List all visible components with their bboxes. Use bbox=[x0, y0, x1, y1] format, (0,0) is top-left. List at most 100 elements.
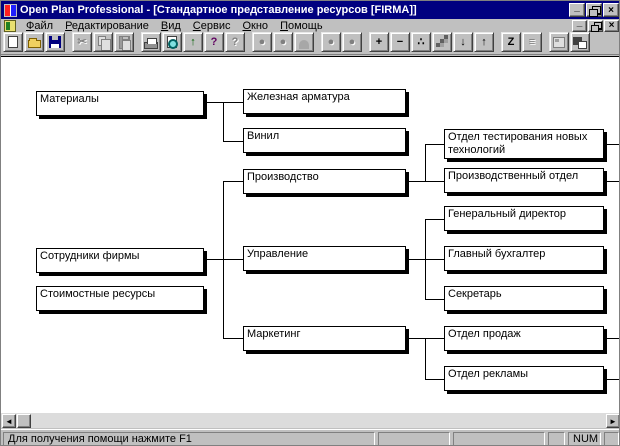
resource-node-marketing[interactable]: Маркетинг bbox=[243, 326, 406, 351]
resource-node-label: Сотрудники фирмы bbox=[40, 250, 140, 262]
status-num-lock-indicator: NUM bbox=[568, 432, 601, 445]
right-arrow-icon: ► bbox=[609, 416, 617, 426]
window-tile-button[interactable] bbox=[549, 32, 569, 52]
link-nodes-button[interactable]: ∴ bbox=[411, 32, 431, 52]
scroll-left-button[interactable]: ◄ bbox=[2, 414, 16, 428]
activity-dome-button[interactable] bbox=[294, 32, 314, 52]
mdi-restore-button[interactable] bbox=[588, 19, 603, 32]
left-arrow-icon: ◄ bbox=[5, 416, 13, 426]
dome-icon bbox=[299, 39, 309, 49]
help-button[interactable]: ? bbox=[204, 32, 224, 52]
new-document-button[interactable] bbox=[3, 32, 23, 52]
context-help-button[interactable]: ? bbox=[225, 32, 245, 52]
paste-clipboard-icon bbox=[118, 35, 131, 51]
print-button[interactable] bbox=[141, 32, 161, 52]
resource-node-accountant[interactable]: Главный бухгалтер bbox=[444, 246, 604, 271]
connector-line bbox=[223, 181, 224, 339]
resource-node-label: Материалы bbox=[40, 93, 99, 105]
connector-line bbox=[426, 299, 444, 300]
status-message: Для получения помощи нажмите F1 bbox=[3, 432, 375, 445]
document-system-menu-icon[interactable] bbox=[4, 19, 16, 32]
import-data-button[interactable]: ↑ bbox=[183, 32, 203, 52]
help-question-icon: ? bbox=[210, 35, 218, 48]
connector-line bbox=[425, 338, 426, 380]
connector-line bbox=[607, 338, 619, 339]
save-file-button[interactable] bbox=[45, 32, 65, 52]
resource-node-director[interactable]: Генеральный директор bbox=[444, 206, 604, 231]
move-up-button[interactable]: ↑ bbox=[474, 32, 494, 52]
connector-line bbox=[223, 102, 224, 142]
resource-node-label: Отдел тестирования новых технологий bbox=[448, 131, 588, 156]
window-tile-icon bbox=[553, 36, 565, 48]
status-panel-empty-3 bbox=[548, 432, 565, 445]
open-file-button[interactable] bbox=[24, 32, 44, 52]
resource-node-label: Управление bbox=[247, 248, 309, 260]
resource-tree-canvas: Материалы Сотрудники фирмы Стоимостные р… bbox=[1, 56, 619, 412]
menu-tools[interactable]: Сервис bbox=[192, 19, 231, 32]
resource-node-label: Главный бухгалтер bbox=[448, 248, 546, 260]
resource-node-test-dept[interactable]: Отдел тестирования новых технологий bbox=[444, 129, 604, 159]
connector-line bbox=[205, 259, 243, 260]
circle-icon: ● bbox=[348, 35, 356, 48]
mdi-close-button[interactable]: × bbox=[604, 19, 619, 32]
resource-node-secretary[interactable]: Секретарь bbox=[444, 286, 604, 311]
restore-button[interactable] bbox=[586, 3, 602, 17]
notes-view-button[interactable]: ≡ bbox=[522, 32, 542, 52]
down-arrow-icon: ↓ bbox=[460, 35, 466, 48]
close-button[interactable]: × bbox=[603, 3, 619, 17]
menu-file[interactable]: Файл bbox=[26, 19, 54, 32]
horizontal-scrollbar[interactable]: ◄ ► bbox=[1, 412, 619, 428]
resource-node-prod-dept[interactable]: Производственный отдел bbox=[444, 168, 604, 193]
minus-icon: − bbox=[396, 35, 404, 48]
resource-node-management[interactable]: Управление bbox=[243, 246, 406, 271]
resource-circle-b-button[interactable]: ● bbox=[342, 32, 362, 52]
resource-node-cost-resources[interactable]: Стоимостные ресурсы bbox=[36, 286, 204, 311]
circle-icon: ● bbox=[258, 35, 266, 48]
print-preview-button[interactable] bbox=[162, 32, 182, 52]
resource-node-vinyl[interactable]: Винил bbox=[243, 128, 406, 153]
cut-button[interactable]: ✂ bbox=[72, 32, 92, 52]
window-cascade-button[interactable] bbox=[570, 32, 590, 52]
resource-node-label: Отдел продаж bbox=[448, 328, 521, 340]
resource-node-sales-dept[interactable]: Отдел продаж bbox=[444, 326, 604, 351]
circle-icon: ● bbox=[327, 35, 335, 48]
steps-icon bbox=[435, 36, 449, 48]
move-down-button[interactable]: ↓ bbox=[453, 32, 473, 52]
cut-scissors-icon: ✂ bbox=[77, 35, 87, 48]
remove-item-button[interactable]: − bbox=[390, 32, 410, 52]
menu-window[interactable]: Окно bbox=[242, 19, 269, 32]
copy-button[interactable] bbox=[93, 32, 113, 52]
paste-button[interactable] bbox=[114, 32, 134, 52]
resource-node-production[interactable]: Производство bbox=[243, 169, 406, 194]
scrollbar-thumb[interactable] bbox=[17, 414, 31, 428]
add-item-button[interactable]: + bbox=[369, 32, 389, 52]
mdi-minimize-button[interactable]: _ bbox=[572, 17, 587, 32]
activity-circle-query-button[interactable]: ● bbox=[273, 32, 293, 52]
resource-node-materials[interactable]: Материалы bbox=[36, 91, 204, 116]
hierarchy-steps-button[interactable] bbox=[432, 32, 452, 52]
resource-node-employees[interactable]: Сотрудники фирмы bbox=[36, 248, 204, 273]
menu-edit[interactable]: Редактирование bbox=[65, 19, 149, 32]
minimize-button[interactable]: _ bbox=[569, 2, 585, 17]
connector-line bbox=[426, 379, 444, 380]
import-arrow-icon: ↑ bbox=[190, 35, 196, 48]
menu-view[interactable]: Вид bbox=[160, 19, 181, 32]
toolbar: ✂ ↑ ? ? ● ● ● ● + − ∴ ↓ ↑ Z ≡ bbox=[1, 32, 619, 55]
text-lines-icon: ≡ bbox=[528, 35, 536, 48]
zigzag-view-button[interactable]: Z bbox=[501, 32, 521, 52]
scroll-right-button[interactable]: ► bbox=[606, 414, 619, 428]
resource-node-iron-fittings[interactable]: Железная арматура bbox=[243, 89, 406, 114]
resource-node-label: Винил bbox=[247, 130, 280, 142]
application-icon[interactable] bbox=[4, 3, 17, 17]
resource-node-label: Маркетинг bbox=[247, 328, 301, 340]
print-preview-icon bbox=[167, 36, 178, 49]
connector-line bbox=[607, 181, 619, 182]
activity-circle-button[interactable]: ● bbox=[252, 32, 272, 52]
resource-circle-a-button[interactable]: ● bbox=[321, 32, 341, 52]
context-help-icon: ? bbox=[231, 35, 239, 48]
menu-help[interactable]: Помощь bbox=[280, 19, 323, 32]
resource-node-ad-dept[interactable]: Отдел рекламы bbox=[444, 366, 604, 391]
connector-line bbox=[607, 144, 619, 145]
connector-line bbox=[425, 219, 426, 300]
